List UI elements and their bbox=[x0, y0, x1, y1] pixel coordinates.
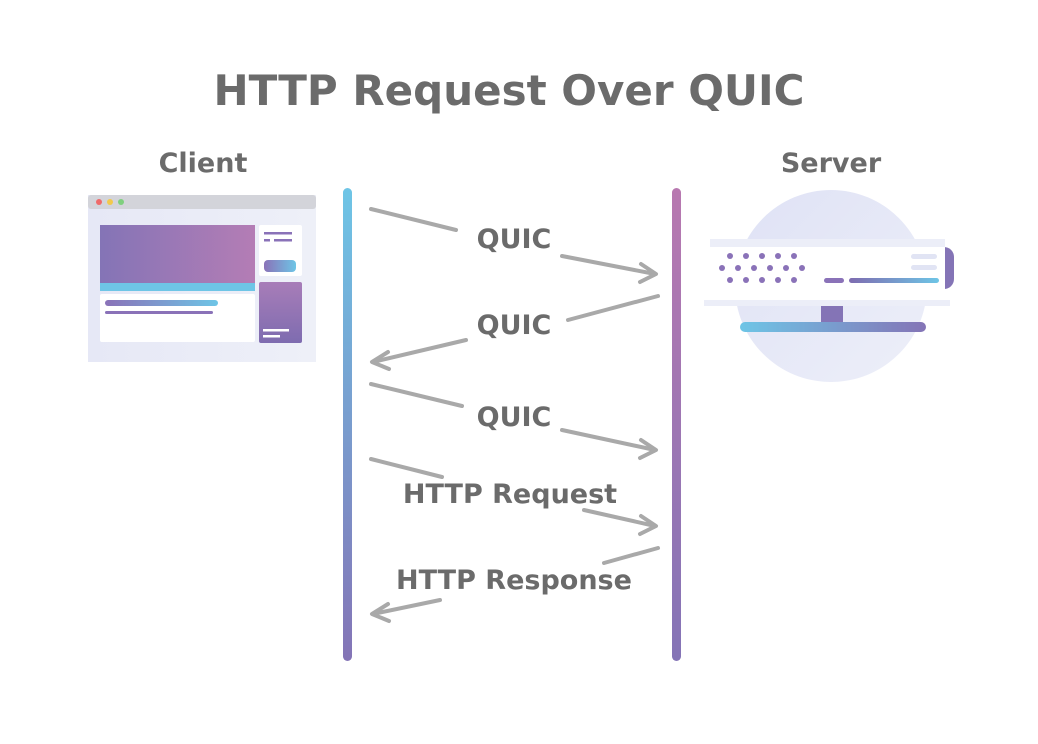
message-arrow-1 bbox=[369, 207, 658, 284]
message-label-1: QUIC bbox=[477, 224, 552, 255]
message-label-2: QUIC bbox=[477, 310, 552, 341]
message-arrow-4 bbox=[369, 457, 658, 536]
message-arrow-2 bbox=[370, 294, 660, 371]
message-label-4: HTTP Request bbox=[403, 479, 617, 510]
client-label: Client bbox=[159, 148, 248, 179]
server-vent-dots bbox=[719, 253, 805, 283]
message-arrow-5 bbox=[370, 546, 660, 623]
diagram-title: HTTP Request Over QUIC bbox=[214, 66, 805, 115]
server-label: Server bbox=[781, 148, 882, 179]
server-lifeline bbox=[672, 188, 681, 661]
message-label-5: HTTP Response bbox=[396, 565, 632, 596]
message-label-3: QUIC bbox=[477, 402, 552, 433]
client-lifeline bbox=[343, 188, 352, 661]
message-arrow-3 bbox=[369, 382, 658, 460]
server-illustration bbox=[704, 190, 954, 382]
client-browser-illustration bbox=[88, 195, 316, 362]
